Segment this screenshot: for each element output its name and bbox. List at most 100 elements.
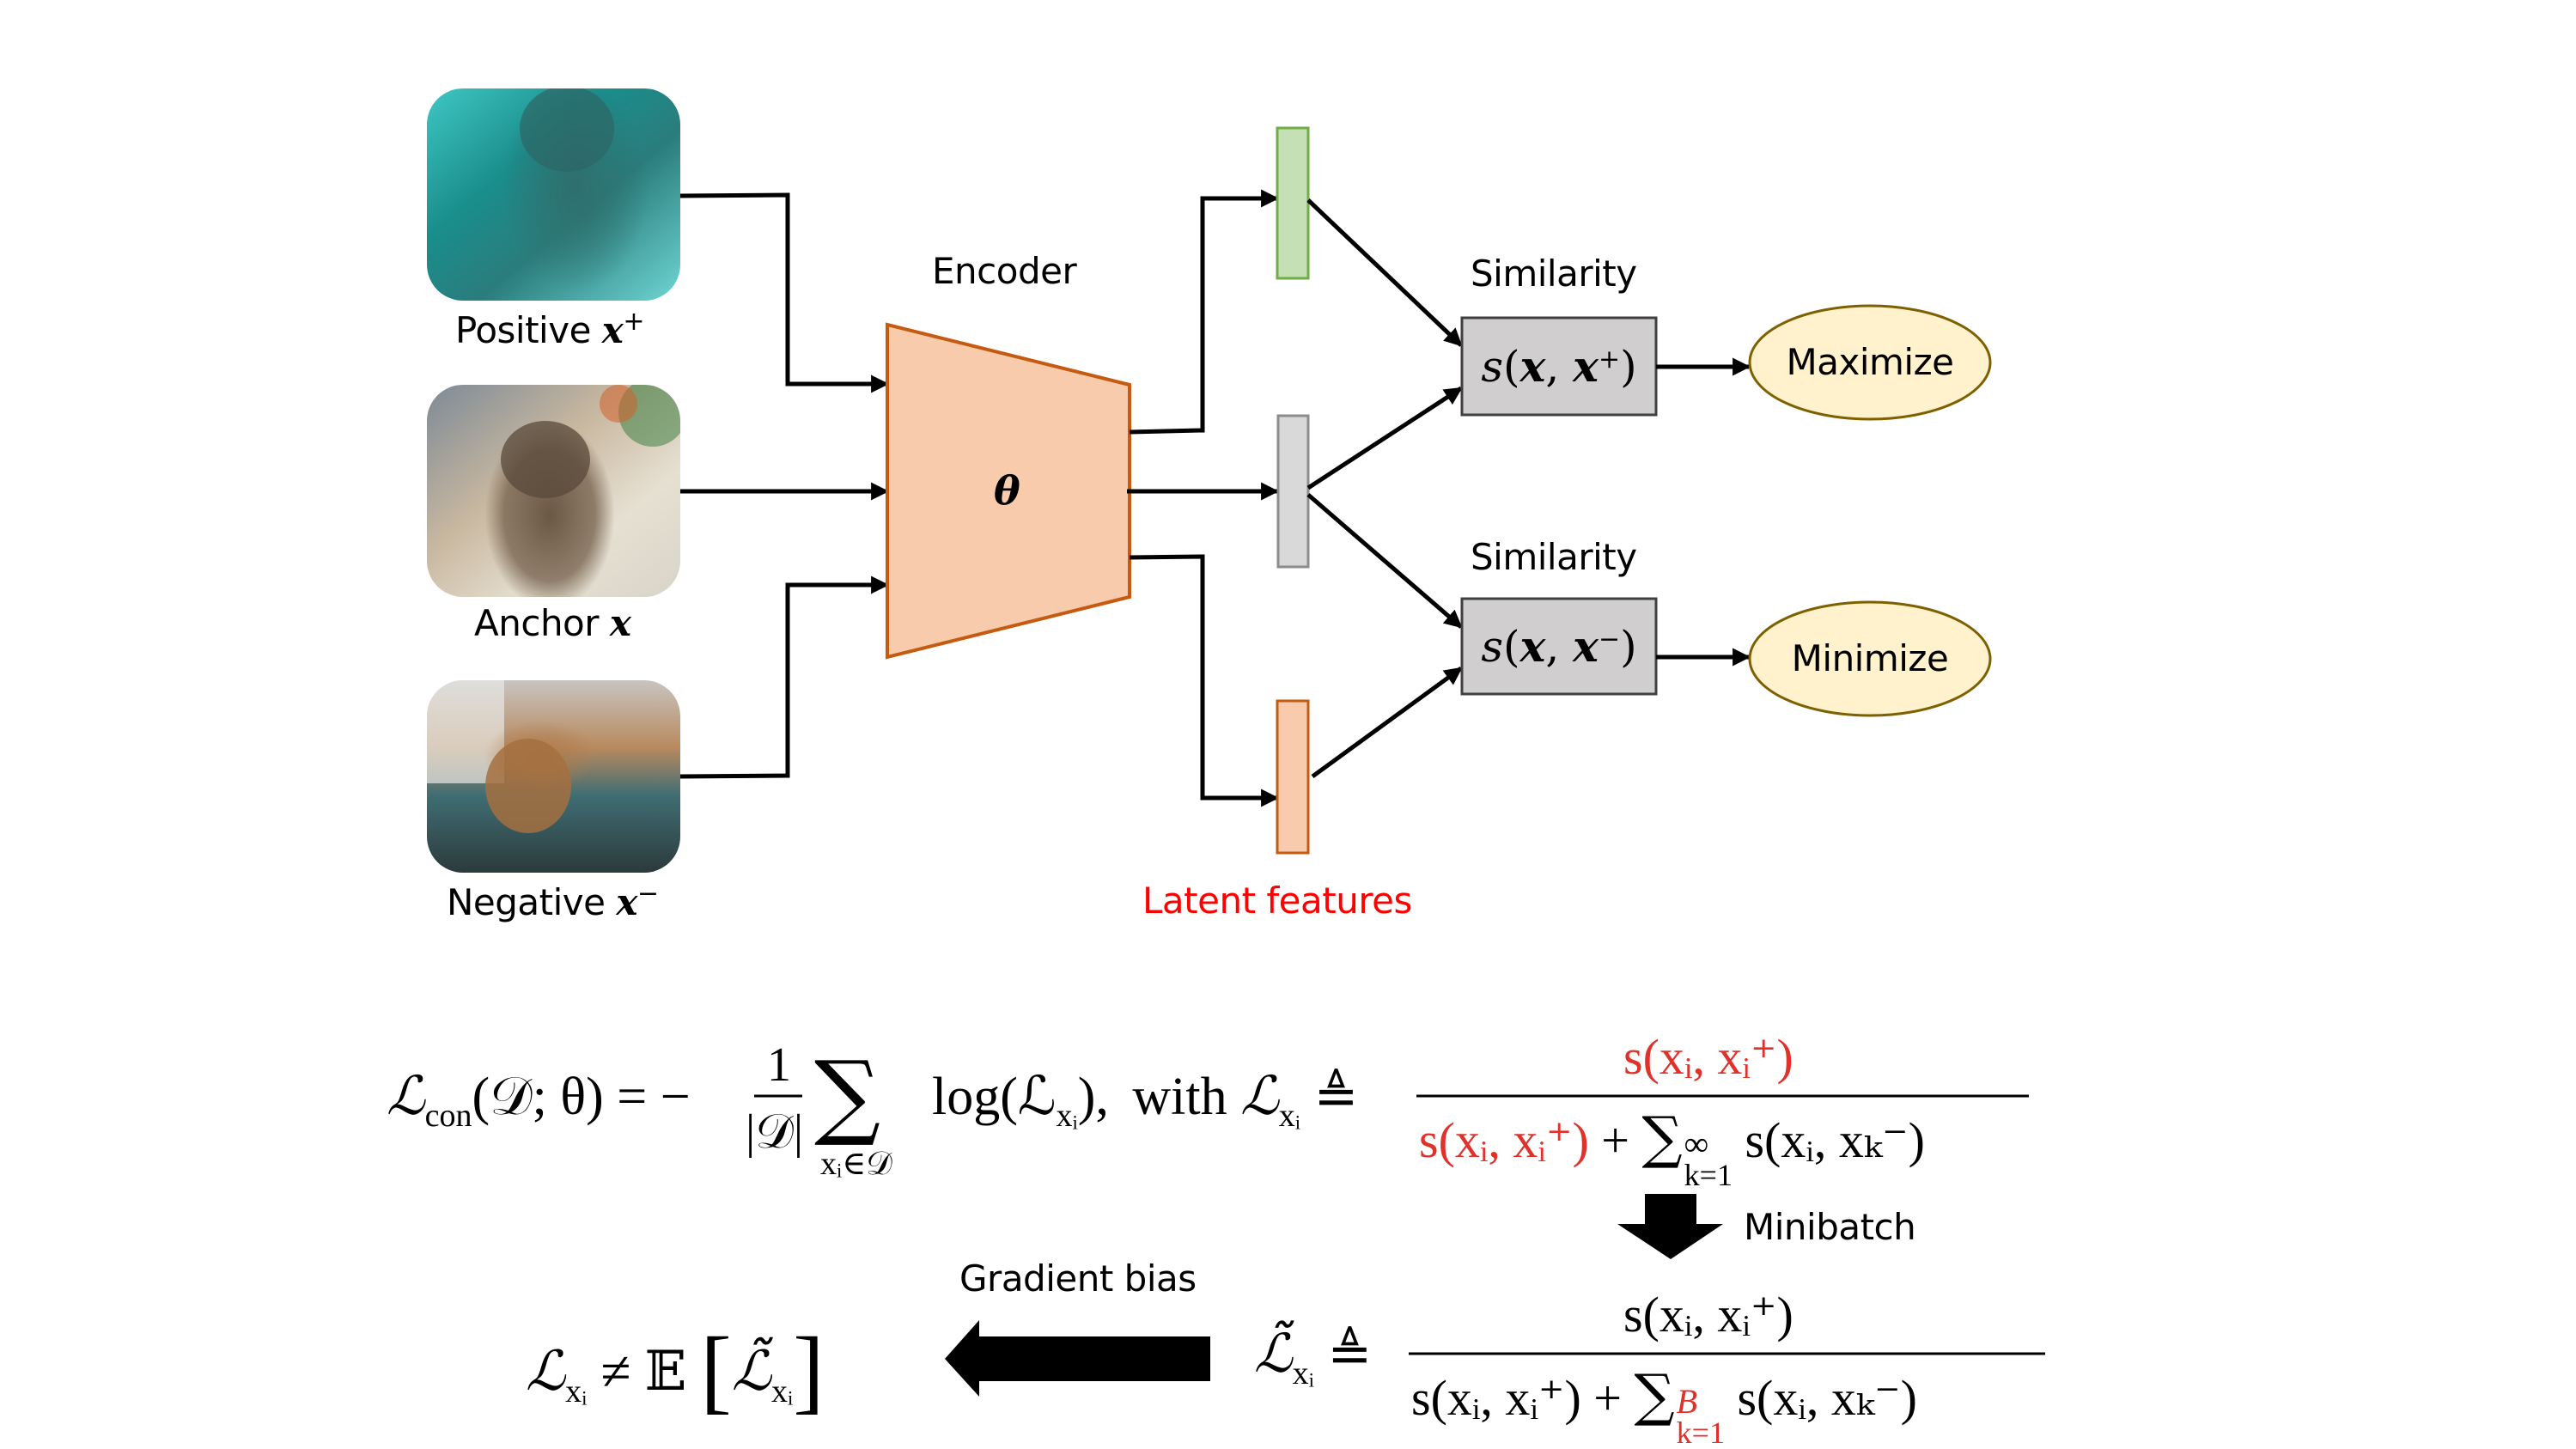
minibatch-down-arrow [1617, 1194, 1723, 1259]
minimize-ellipse [1748, 600, 1992, 717]
sim-arg-b: x [1573, 341, 1599, 392]
gradient-bias-label: Gradient bias [959, 1257, 1197, 1300]
contrastive-loss-body: log(ℒxᵢ), with ℒxᵢ ≜ [932, 1068, 1359, 1134]
similarity-negative-formula: s(x, x−) [1462, 599, 1656, 694]
latent-features-label: Latent features [1142, 880, 1412, 922]
encoder-block [886, 322, 1131, 660]
sim-fn: s [1481, 621, 1504, 672]
bias-lhs: ℒ [526, 1340, 566, 1403]
anchor-label: Anchor x [474, 606, 631, 642]
positive-to-encoder-arrow [679, 192, 890, 393]
sim-sup: + [1598, 344, 1621, 374]
neq-symbol: ≠ [600, 1341, 631, 1402]
denominator-negative-term: s(xᵢ, xₖ⁻) [1745, 1112, 1925, 1168]
denominator-sum-symbol: ∑ [1634, 1362, 1675, 1428]
comma: , [1545, 621, 1574, 672]
close-paren: ) [1620, 621, 1637, 672]
gradient-bias-left-arrow [945, 1320, 1210, 1397]
sample-loss-sub: xᵢ [1278, 1098, 1301, 1134]
maximize-ellipse [1748, 304, 1992, 421]
outer-fraction-numerator: 1 [767, 1038, 791, 1092]
positive-var: x [601, 309, 624, 351]
similarity-positive-box [1460, 316, 1658, 417]
encoder-to-negative-feature-arrow [1129, 554, 1280, 807]
minibatch-numerator: s(xᵢ, xᵢ⁺) [1623, 1287, 1793, 1342]
denominator-sum-symbol: ∑ [1641, 1105, 1683, 1171]
open-paren: ( [1503, 341, 1520, 392]
negative-sup: − [636, 879, 659, 909]
positive-feature-vector [1276, 126, 1310, 280]
positive-feature-to-sim-pos-arrow [1306, 198, 1463, 347]
minibatch-loss-symbol: ℒ̃ [1254, 1322, 1293, 1385]
sample-loss-symbol: ℒ [1240, 1064, 1279, 1127]
negative-feature-to-sim-neg-arrow [1311, 666, 1463, 779]
maximize-label: Maximize [1786, 341, 1954, 383]
sum-upper: B [1676, 1382, 1698, 1421]
negative-image [427, 680, 680, 873]
contrastive-numerator: s(xᵢ, xᵢ⁺) [1623, 1029, 1793, 1085]
outer-sum-symbol: ∑ [814, 1042, 881, 1149]
negative-to-encoder-arrow [679, 575, 890, 779]
bias-lhs-sub: xᵢ [565, 1373, 588, 1409]
denominator-negative-term: s(xᵢ, xₖ⁻) [1737, 1370, 1917, 1426]
outer-sum-index: xᵢ∈𝒟 [820, 1146, 892, 1182]
log-term-end: ), [1077, 1068, 1109, 1126]
sim-sup: − [1598, 624, 1621, 654]
loss-args: (𝒟; θ) = − [472, 1068, 691, 1126]
minibatch-loss-inner: ℒ̃ [731, 1340, 771, 1403]
minibatch-loss-sub: xᵢ [1292, 1355, 1314, 1391]
sim-arg-b: x [1573, 621, 1599, 672]
sum-upper: ∞ [1684, 1124, 1709, 1163]
sim-arg-a: x [1519, 341, 1546, 392]
close-paren: ) [1620, 341, 1637, 392]
denominator-positive-term: s(xᵢ, xᵢ⁺) [1411, 1370, 1581, 1426]
inner-sub: xᵢ [770, 1373, 794, 1409]
defeq-symbol: ≜ [1313, 1068, 1359, 1126]
encoder-to-positive-feature-arrow [1129, 189, 1280, 435]
positive-image [427, 88, 680, 301]
minibatch-label: Minibatch [1744, 1206, 1916, 1248]
anchor-image [427, 385, 680, 597]
encoder-title: Encoder [932, 250, 1077, 292]
anchor-feature-vector [1276, 414, 1310, 569]
anchor-feature-to-sim-pos-arrow [1306, 386, 1463, 490]
similarity-positive-title: Similarity [1471, 253, 1637, 295]
negative-feature-vector [1276, 699, 1310, 855]
positive-sup: + [623, 307, 644, 337]
with-word: with [1132, 1068, 1227, 1126]
negative-label: Negative x− [447, 881, 659, 921]
plus-sign: + [1593, 1370, 1623, 1426]
open-bracket: [ [700, 1318, 732, 1422]
similarity-negative-box [1460, 597, 1658, 696]
sum-lower: k=1 [1676, 1416, 1725, 1449]
anchor-var: x [609, 602, 631, 644]
anchor-feature-to-sim-neg-arrow [1306, 493, 1463, 629]
minibatch-loss-lhs: ℒ̃xᵢ ≜ [1254, 1325, 1373, 1391]
negative-var: x [616, 881, 637, 923]
positive-label-text: Positive [455, 309, 602, 351]
sim-fn: s [1481, 341, 1504, 392]
similarity-positive-formula: s(x, x+) [1462, 318, 1656, 415]
minimize-label: Minimize [1791, 637, 1949, 679]
contrastive-loss-lhs: ℒcon(𝒟; θ) = − [387, 1068, 691, 1134]
negative-label-text: Negative [447, 881, 617, 923]
defeq-symbol: ≜ [1327, 1325, 1373, 1384]
close-bracket: ] [793, 1318, 825, 1422]
contrastive-denominator: s(xᵢ, xᵢ⁺) + ℒ∑∞k=1 s(xᵢ, xₖ⁻) [1419, 1110, 1925, 1192]
sim-arg-a: x [1519, 621, 1546, 672]
denominator-sum-limits: ∞k=1 [1684, 1124, 1733, 1192]
log-term: log(ℒ [932, 1068, 1057, 1126]
loss-subscript: con [424, 1098, 472, 1134]
comma: , [1545, 341, 1574, 392]
denominator-positive-term: s(xᵢ, xᵢ⁺) [1419, 1112, 1589, 1168]
bias-statement: ℒxᵢ ≠ 𝔼 [ℒ̃xᵢ] [526, 1323, 825, 1417]
expectation-symbol: 𝔼 [644, 1340, 687, 1403]
loss-symbol: ℒ [387, 1064, 425, 1127]
open-paren: ( [1503, 621, 1520, 672]
plus-sign: + [1601, 1112, 1630, 1168]
sum-lower: k=1 [1684, 1158, 1733, 1192]
